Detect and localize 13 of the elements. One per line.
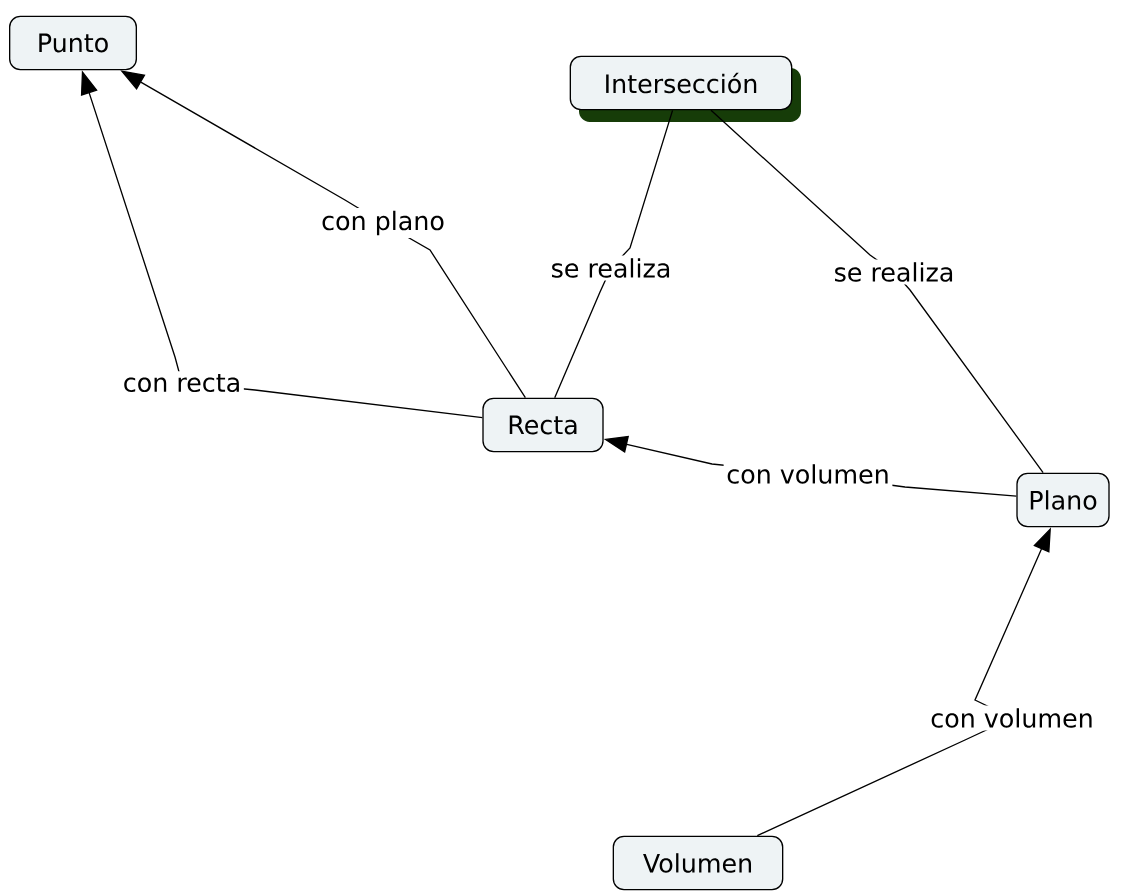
edge-label: se realiza	[548, 255, 675, 281]
concept-box: Volumen	[612, 835, 784, 891]
concept-box: Plano	[1016, 472, 1110, 528]
concept-box: Recta	[482, 397, 604, 453]
concept-box: Punto	[9, 15, 137, 71]
connector-line	[710, 109, 1044, 474]
edge-label: con recta	[120, 371, 244, 395]
concept-box: Intersección	[569, 55, 801, 122]
edge-label: con volumen	[723, 461, 893, 487]
connector-line	[554, 109, 674, 399]
edge-label: con volumen	[927, 705, 1097, 731]
edge-label: con plano	[318, 208, 448, 238]
edge-label: se realiza	[831, 259, 958, 285]
